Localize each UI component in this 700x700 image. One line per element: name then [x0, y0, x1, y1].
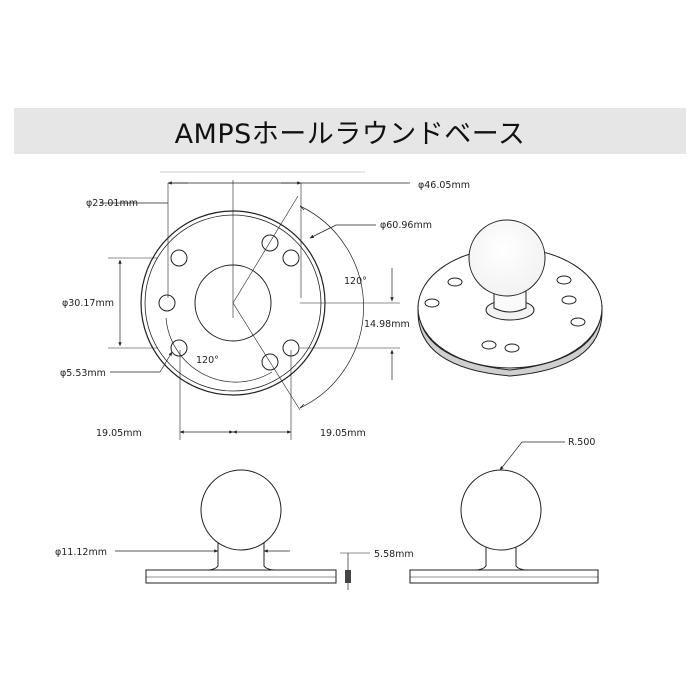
- label-d-hole: φ5.53mm: [60, 368, 106, 379]
- label-angle-bottom: 120°: [196, 355, 219, 366]
- front-view: [115, 469, 370, 590]
- label-h-offset: 14.98mm: [364, 319, 410, 330]
- label-d-base: φ60.96mm: [380, 220, 432, 231]
- label-angle-right: 120°: [344, 276, 367, 287]
- bolt-hole: [170, 249, 188, 267]
- label-thickness: 5.58mm: [374, 549, 414, 560]
- side-ball: [460, 469, 542, 551]
- side-base: [409, 569, 599, 584]
- iso-ball: [468, 219, 546, 297]
- label-ball-radius: R.500: [568, 437, 595, 448]
- label-w-left: 19.05mm: [96, 428, 142, 439]
- bolt-hole: [261, 234, 279, 252]
- label-d-bolt-circle: φ46.05mm: [418, 180, 470, 191]
- iso-hole: [447, 277, 463, 287]
- bolt-hole: [261, 353, 279, 371]
- bolt-hole: [170, 339, 188, 357]
- page-title: AMPSホールラウンドベース: [174, 118, 526, 150]
- front-base: [145, 569, 337, 584]
- front-neck: [205, 539, 277, 571]
- iso-hole: [424, 298, 440, 308]
- top-view: [100, 171, 410, 440]
- label-w-right: 19.05mm: [320, 428, 366, 439]
- isometric-view: [417, 219, 603, 377]
- side-view: [409, 441, 599, 584]
- iso-hole: [570, 317, 586, 327]
- front-ball: [200, 469, 282, 551]
- title-band: AMPSホールラウンドベース: [14, 108, 686, 154]
- bolt-hole: [158, 294, 176, 312]
- label-d-neck: φ11.12mm: [55, 547, 107, 558]
- label-d-center-boss: φ30.17mm: [62, 298, 114, 309]
- iso-hole: [556, 275, 572, 285]
- iso-hole: [561, 295, 577, 305]
- label-d-inner-bolt: φ23.01mm: [86, 198, 138, 209]
- bolt-hole: [282, 249, 300, 267]
- iso-hole: [481, 340, 497, 350]
- iso-hole: [504, 343, 520, 353]
